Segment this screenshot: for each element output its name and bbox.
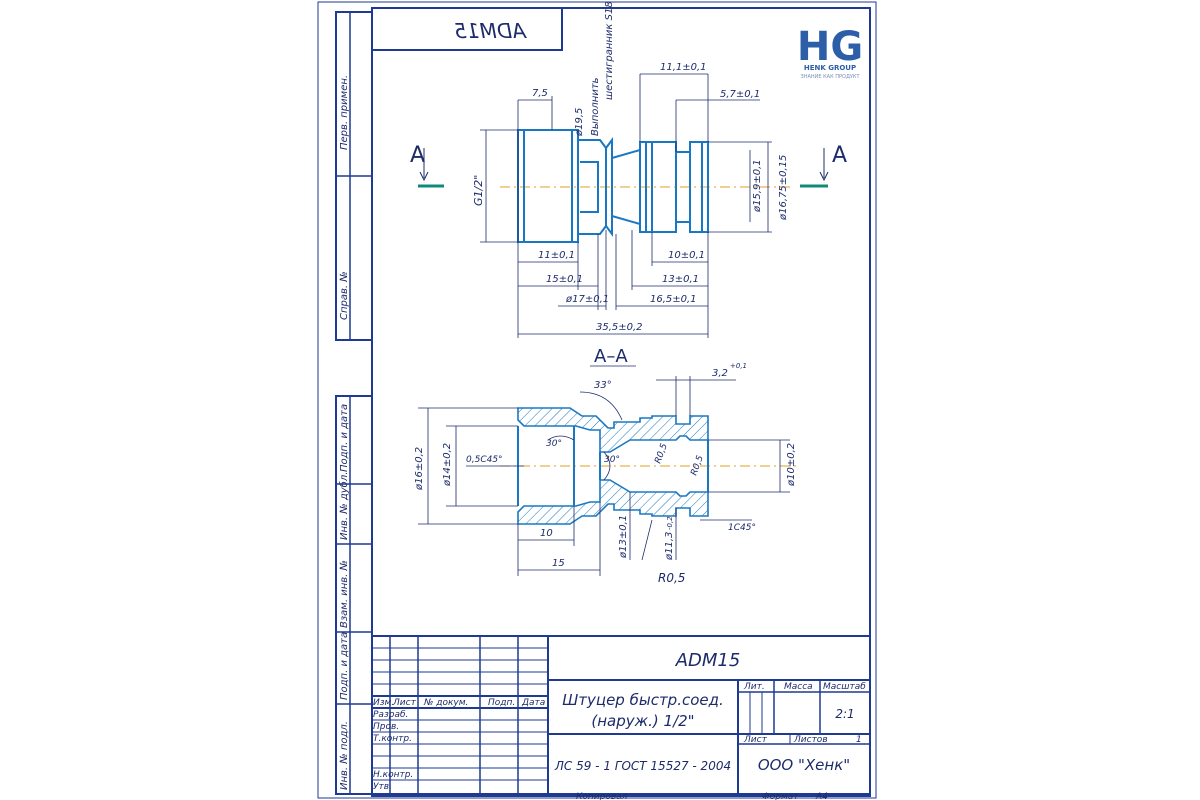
tb-row-checked: Пров. bbox=[373, 722, 399, 732]
dim-thread: G1/2" bbox=[472, 175, 485, 206]
tb-head-lit: Лит. bbox=[743, 682, 765, 692]
sdim-30deg-a: 30° bbox=[546, 439, 562, 449]
side-label-dup-inv: Инв. № дубл. bbox=[338, 472, 350, 540]
company-logo: HG HENK GROUP ЗНАНИЕ КАК ПРОДУКТ bbox=[797, 24, 863, 80]
sdim-d10: ø10±0,2 bbox=[786, 443, 797, 487]
dim-11: 11±0,1 bbox=[538, 250, 575, 261]
side-label-first-use: Перв. примен. bbox=[339, 75, 350, 150]
tb-material: ЛС 59 - 1 ГОСТ 15527 - 2004 bbox=[554, 759, 731, 773]
sdim-r0-5-c: R0,5 bbox=[658, 571, 685, 585]
tb-head-scale: Масштаб bbox=[823, 682, 866, 692]
sdim-chamfer-b: 1С45° bbox=[728, 523, 756, 533]
title-block: Изм. Лист № докум. Подп. Дата Разраб. Пр… bbox=[371, 635, 871, 800]
sdim-3-2: 3,2 bbox=[712, 368, 728, 379]
section-title: A–A bbox=[594, 346, 628, 367]
section-markers: A A bbox=[410, 143, 847, 188]
mirrored-code: ADM15 bbox=[454, 19, 528, 43]
dim-13: 13±0,1 bbox=[662, 274, 699, 285]
dim-16-5: 16,5±0,1 bbox=[650, 294, 697, 305]
main-view-dimensions: 7,5 ø19,5 Выполнить шестигранник S18 11,… bbox=[472, 1, 789, 338]
sdim-d11-3: ø11,3 bbox=[664, 532, 675, 561]
dim-d19-5: ø19,5 bbox=[574, 108, 585, 137]
tb-sheet-label: Лист bbox=[743, 735, 768, 745]
tb-name-line2: (наруж.) 1/2" bbox=[591, 712, 694, 730]
dim-d17: ø17±0,1 bbox=[565, 294, 609, 305]
outer-frame bbox=[317, 1, 877, 799]
tb-name-line1: Штуцер быстр.соед. bbox=[562, 691, 724, 709]
tb-format-label: Формат bbox=[762, 792, 799, 800]
tb-col-doc: № докум. bbox=[423, 698, 468, 708]
tb-copied: Копировал bbox=[576, 792, 628, 800]
note-perform: Выполнить bbox=[590, 77, 601, 136]
sdim-d13: ø13±0,1 bbox=[618, 515, 629, 559]
sdim-15: 15 bbox=[552, 558, 565, 569]
side-label-sign-date-2: Подп. и дата bbox=[339, 632, 350, 700]
dim-10: 10±0,1 bbox=[668, 250, 705, 261]
sdim-d11-3-tol: -0,2 bbox=[666, 516, 674, 530]
inner-frame bbox=[371, 7, 871, 797]
tb-company: ООО "Хенк" bbox=[758, 756, 850, 774]
side-label-reference: Справ. № bbox=[339, 271, 350, 320]
dim-35-5: 35,5±0,2 bbox=[596, 322, 643, 333]
note-hex: шестигранник S18 bbox=[604, 1, 615, 100]
left-side-columns: Перв. примен. Справ. № Подп. и дата Инв.… bbox=[335, 11, 373, 795]
side-label-repl-inv: Взам. инв. № bbox=[339, 560, 350, 628]
tb-sheets-count: 1 bbox=[856, 735, 862, 745]
dim-d16-75: ø16,75±0,15 bbox=[778, 155, 789, 221]
side-label-sign-date-1: Подп. и дата bbox=[339, 404, 350, 472]
logo-name: HENK GROUP bbox=[804, 64, 856, 72]
tb-head-mass: Масса bbox=[784, 682, 813, 692]
side-label-orig-inv: Инв. № подл. bbox=[339, 721, 350, 790]
tb-row-developed: Разраб. bbox=[373, 710, 408, 720]
sdim-d14: ø14±0,2 bbox=[442, 443, 453, 487]
tb-col-list: Лист bbox=[392, 698, 417, 708]
sdim-3-2-tol: +0,1 bbox=[730, 362, 747, 370]
dim-7-5: 7,5 bbox=[532, 88, 548, 99]
section-mark-right: A bbox=[832, 143, 847, 168]
tb-col-sign: Подп. bbox=[488, 698, 515, 708]
tb-format: A4 bbox=[815, 792, 828, 800]
tb-col-date: Дата bbox=[521, 698, 545, 708]
dim-15: 15±0,1 bbox=[546, 274, 583, 285]
tb-col-izm: Изм. bbox=[373, 698, 394, 708]
sdim-chamfer-a: 0,5С45° bbox=[466, 455, 503, 465]
section-mark-left: A bbox=[410, 143, 425, 168]
tb-scale: 2:1 bbox=[835, 707, 854, 721]
dim-d15-9: ø15,9±0,1 bbox=[752, 159, 763, 213]
dim-5-7: 5,7±0,1 bbox=[720, 89, 760, 100]
sdim-10: 10 bbox=[540, 528, 553, 539]
tb-sheets-label: Листов bbox=[793, 735, 828, 745]
section-dimensions: 33° 3,2 +0,1 30° 30° R0,5 R0,5 ø16±0,2 ø… bbox=[414, 362, 797, 585]
dim-11-1: 11,1±0,1 bbox=[660, 62, 707, 73]
tb-row-tech-control: Т.контр. bbox=[373, 734, 412, 744]
sdim-30deg-b: 30° bbox=[604, 455, 620, 465]
tb-row-approved: Утв. bbox=[373, 782, 392, 792]
tb-code: ADM15 bbox=[675, 650, 741, 671]
sdim-r0-5-a: R0,5 bbox=[653, 442, 670, 465]
logo-mark: HG bbox=[797, 24, 863, 70]
sdim-d16: ø16±0,2 bbox=[414, 447, 425, 491]
main-view bbox=[500, 129, 790, 243]
sdim-33deg: 33° bbox=[594, 380, 612, 391]
logo-tagline: ЗНАНИЕ КАК ПРОДУКТ bbox=[800, 74, 860, 80]
mirrored-code-box: ADM15 bbox=[371, 7, 563, 51]
tb-row-norm-control: Н.контр. bbox=[373, 770, 413, 780]
section-view: A–A bbox=[500, 346, 800, 525]
